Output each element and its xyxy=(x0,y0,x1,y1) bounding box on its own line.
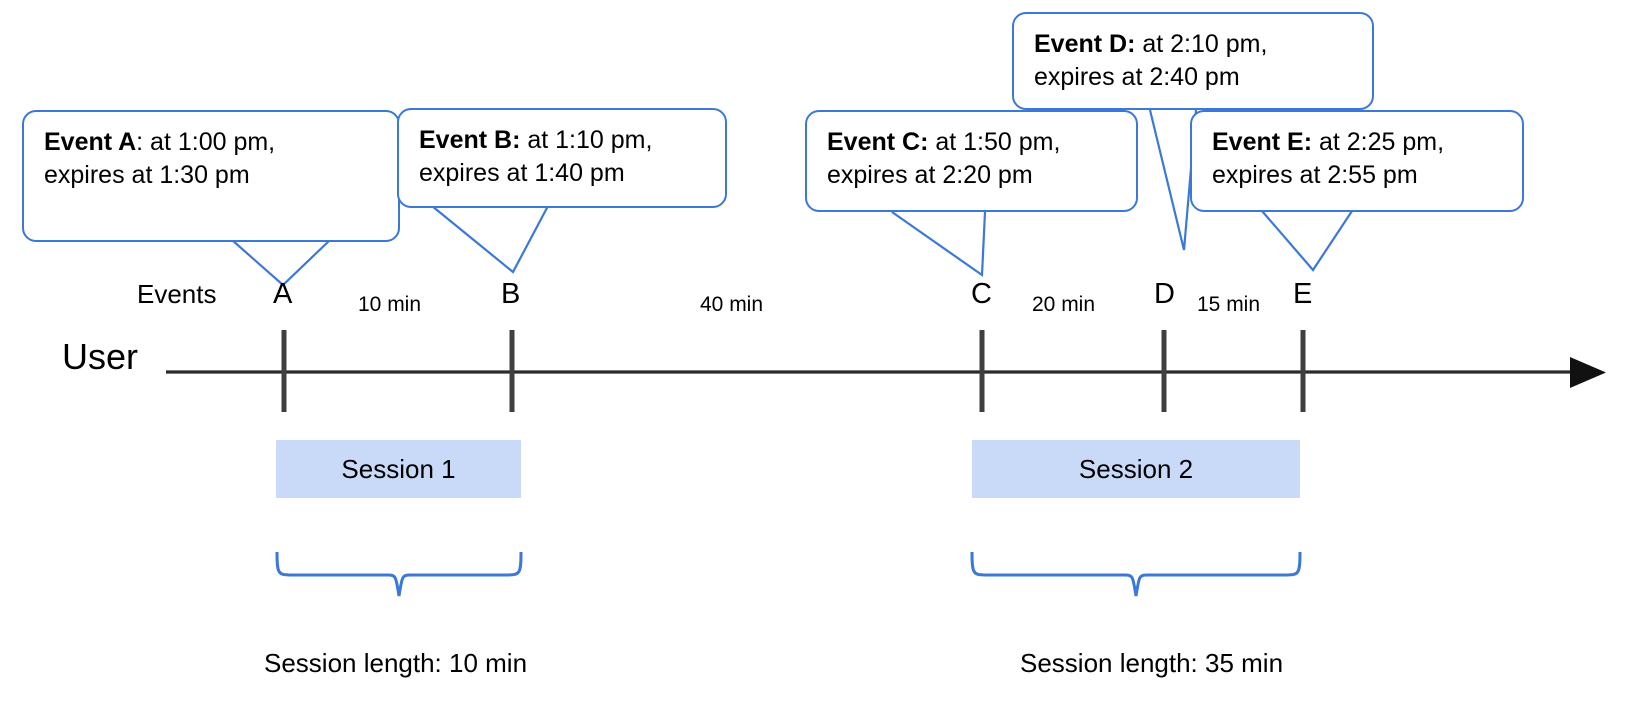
session-1-brace xyxy=(275,551,523,597)
callout-e-rest: at 2:25 pm, xyxy=(1312,128,1445,156)
session-1-box[interactable]: Session 1 xyxy=(276,440,521,498)
callout-a-bold: Event A xyxy=(44,128,137,156)
callout-d-line1: Event D: at 2:10 pm, xyxy=(1034,30,1267,58)
callout-a-line2: expires at 1:30 pm xyxy=(44,160,250,189)
callout-tail-b xyxy=(431,205,549,274)
event-letter-e: E xyxy=(1293,278,1313,310)
callout-e-bold: Event E: xyxy=(1212,128,1313,156)
callout-b-rest: at 1:10 pm, xyxy=(520,126,653,154)
callout-tail-c xyxy=(891,211,987,278)
event-letter-a: A xyxy=(273,278,293,310)
gap-label-d-e: 15 min xyxy=(1197,293,1261,316)
callout-event-b[interactable]: Event B: at 1:10 pm, expires at 1:40 pm xyxy=(397,108,727,208)
callout-event-e[interactable]: Event E: at 2:25 pm, expires at 2:55 pm xyxy=(1190,110,1524,212)
event-letter-b: B xyxy=(501,278,521,310)
callout-b-bold: Event B: xyxy=(419,126,521,154)
user-row-label: User xyxy=(62,336,139,377)
callout-event-d[interactable]: Event D: at 2:10 pm, expires at 2:40 pm xyxy=(1012,12,1374,110)
callout-e-line1: Event E: at 2:25 pm, xyxy=(1212,128,1444,156)
event-letter-d: D xyxy=(1154,278,1175,310)
callout-c-line1: Event C: at 1:50 pm, xyxy=(827,128,1060,156)
callout-d-rest: at 2:10 pm, xyxy=(1135,30,1268,58)
callout-tail-e xyxy=(1261,210,1353,272)
callout-c-rest: at 1:50 pm, xyxy=(928,128,1061,156)
callout-event-a[interactable]: Event A: at 1:00 pm, expires at 1:30 pm xyxy=(22,110,400,242)
callout-d-bold: Event D: xyxy=(1034,30,1136,58)
callout-d-line2: expires at 2:40 pm xyxy=(1034,62,1240,91)
callout-c-line2: expires at 2:20 pm xyxy=(827,160,1033,189)
gap-label-b-c: 40 min xyxy=(700,293,764,316)
callout-c-bold: Event C: xyxy=(827,128,929,156)
timeline-arrowhead xyxy=(1570,357,1606,388)
session-2-length-label: Session length: 35 min xyxy=(1020,648,1284,678)
callout-event-c[interactable]: Event C: at 1:50 pm, expires at 2:20 pm xyxy=(805,110,1138,212)
session-2-box[interactable]: Session 2 xyxy=(972,440,1300,498)
gap-label-c-d: 20 min xyxy=(1032,293,1096,316)
session-2-brace xyxy=(970,551,1302,597)
event-letter-c: C xyxy=(971,278,992,310)
gap-label-a-b: 10 min xyxy=(358,293,422,316)
callout-e-line2: expires at 2:55 pm xyxy=(1212,160,1418,189)
session-1-length-label: Session length: 10 min xyxy=(264,648,528,678)
callout-a-rest: : at 1:00 pm, xyxy=(136,128,276,156)
callout-tail-a xyxy=(231,239,331,287)
callout-b-line2: expires at 1:40 pm xyxy=(419,158,625,187)
callout-a-line1: Event A: at 1:00 pm, xyxy=(44,128,275,156)
callout-b-line1: Event B: at 1:10 pm, xyxy=(419,126,652,154)
events-row-label: Events xyxy=(137,279,217,309)
